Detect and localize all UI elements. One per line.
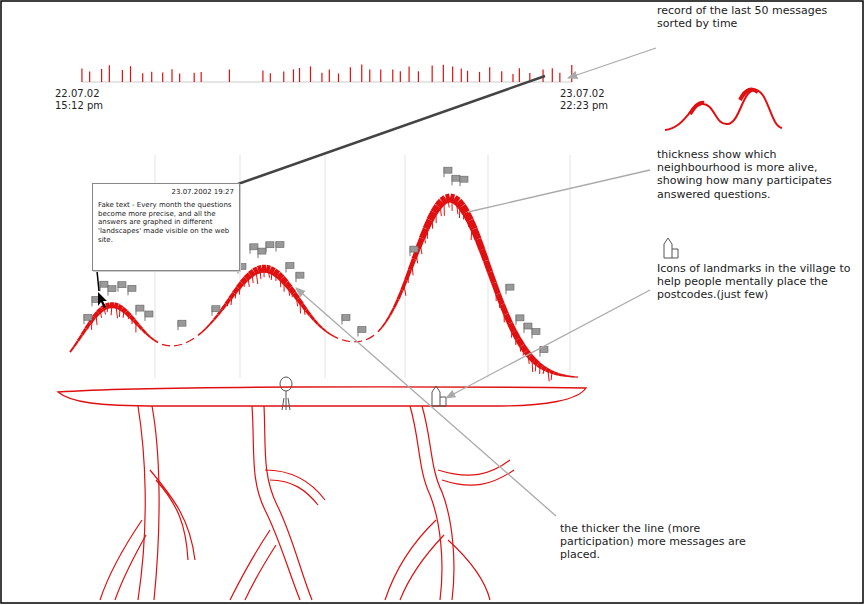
message-date: 23.07.2002 19:27 [98,188,234,197]
message-text: Fake text - Every month the questions be… [98,201,234,245]
building-icon [432,386,446,406]
landscape-line [70,198,578,381]
leader-line [468,170,650,212]
timeline-axis [82,82,572,83]
time-label: 22.07.02 15:12 pm [55,88,113,112]
thickness-sample [665,90,782,130]
timeline-ticks [82,64,572,82]
callout-note: Icons of landmarks in the village to hel… [657,262,852,302]
leader-line [568,48,656,78]
leader-line [446,290,650,398]
thickness-sample-thick [690,90,758,114]
time-label: 23.07.02 22:23 pm [560,88,618,112]
callout-note: the thicker the line (more participation… [560,522,760,562]
roots [100,406,514,600]
message-flags [84,167,548,356]
tree-icon [280,377,292,410]
pointer-line [97,271,99,291]
message-popup: 23.07.2002 19:27Fake text - Every month … [92,183,240,271]
message-link [238,76,545,184]
cursor-icon [98,292,107,308]
building-icon-legend [664,238,678,258]
callout-note: record of the last 50 messages sorted by… [657,4,837,30]
callout-note: thickness show which neighbourhood is mo… [657,148,852,201]
leader-line [296,288,556,516]
ground [58,387,586,406]
